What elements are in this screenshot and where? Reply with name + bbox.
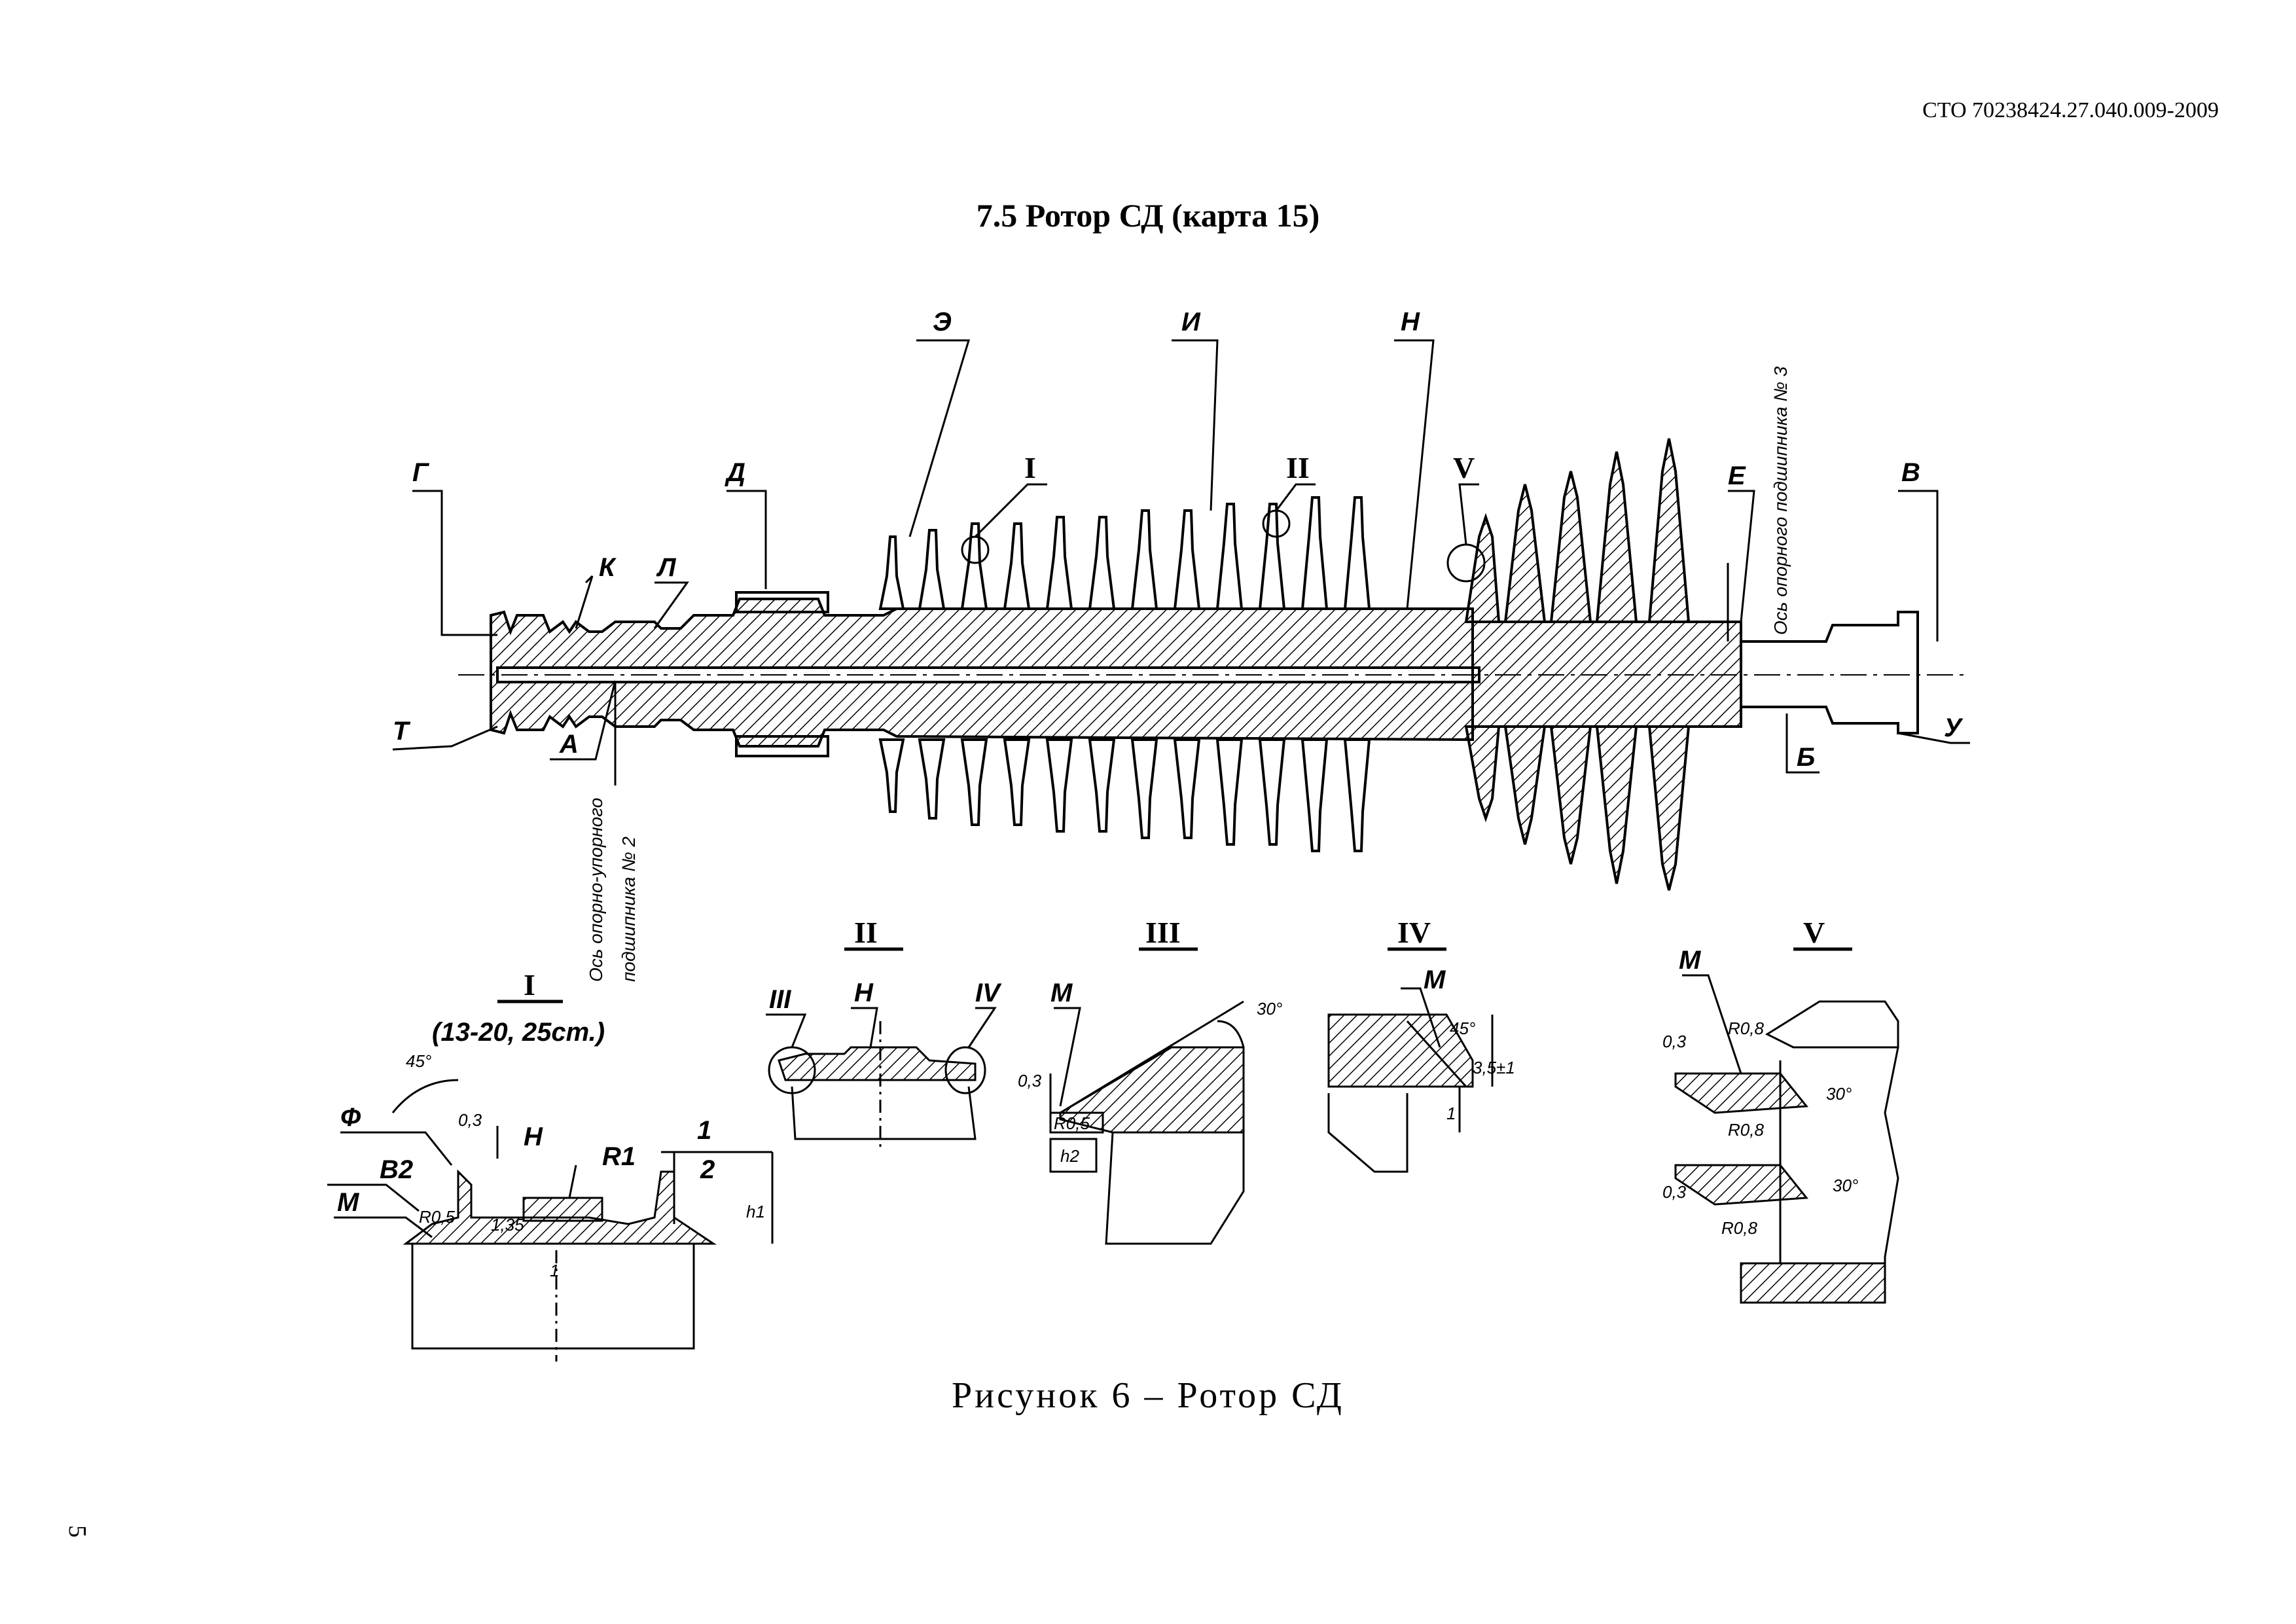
label-l: Л [656, 553, 677, 582]
label-e: Е [1728, 461, 1746, 490]
bearing-axis-2-line1: Ось опорно-упорного [586, 798, 606, 982]
detail-2-iv: IV [975, 979, 1002, 1007]
figure-caption: Рисунок 6 – Ротор СД [952, 1375, 1344, 1416]
detail-5-r3: R0,8 [1721, 1218, 1757, 1238]
label-u: У [1944, 713, 1964, 742]
label-k: К [599, 553, 617, 582]
label-b: Б [1797, 743, 1815, 772]
detail-3-dim03: 0,3 [1018, 1071, 1042, 1091]
detail-1-h1: h1 [746, 1202, 765, 1221]
leader-d [726, 490, 767, 589]
detail-3-r: R0,5 [1054, 1113, 1090, 1133]
rotor-main-view [392, 339, 1970, 891]
leader-e [1728, 490, 1755, 623]
detail-5 [1674, 947, 1899, 1304]
leader-u [1897, 732, 1970, 744]
detail-1-dim2: 2 [700, 1155, 715, 1184]
leader-t [392, 725, 498, 751]
detail-1-n: Н [524, 1123, 543, 1151]
detail-mark-2: II [1286, 451, 1310, 484]
label-a: А [559, 730, 579, 759]
detail-1 [327, 1000, 774, 1362]
rotor-bearing-journal [735, 591, 829, 613]
leader-k [575, 575, 594, 629]
detail-1-dim03: 0,3 [458, 1110, 482, 1130]
bearing-axis-3: Ось опорного подшипника № 3 [1770, 366, 1791, 635]
leader-a [550, 680, 617, 761]
detail-2-title: II [854, 916, 878, 949]
detail-4-m: М [1424, 965, 1446, 994]
detail-4-dim: 3,5±1 [1473, 1058, 1515, 1077]
leader-g [412, 490, 497, 636]
label-d: Д [725, 458, 745, 487]
detail-3 [1049, 947, 1245, 1245]
detail-1-f: Ф [340, 1103, 361, 1132]
detail-1-r05: R0,5 [419, 1207, 455, 1227]
document-code: СТО 70238424.27.040.009-2009 [1922, 98, 2219, 122]
detail-1-title: I [524, 968, 535, 1001]
detail-mark-5: V [1453, 451, 1475, 484]
detail-1-dim1: 1 [697, 1116, 711, 1145]
detail-1-subtitle: (13-20, 25ст.) [432, 1018, 605, 1047]
detail-5-d1: 0,3 [1662, 1032, 1687, 1051]
detail-3-title: III [1145, 916, 1181, 949]
detail-3-h2: h2 [1060, 1146, 1079, 1166]
detail-5-m: М [1679, 946, 1702, 975]
label-v: В [1901, 458, 1920, 487]
leader-v [1898, 490, 1939, 641]
detail-1-dim135: 1,35 [491, 1215, 524, 1235]
detail-1-dim1c: 1 [550, 1261, 559, 1280]
leader-e3 [908, 339, 971, 537]
rotor-discs-left [878, 496, 1371, 852]
detail-mark-1: I [1024, 451, 1036, 484]
detail-4-title: IV [1397, 916, 1431, 949]
leader-b [1785, 713, 1820, 774]
detail-1-b2: В2 [380, 1155, 413, 1184]
label-g: Г [412, 458, 430, 487]
label-t: Т [393, 717, 411, 746]
detail-5-d2: 0,3 [1662, 1182, 1687, 1202]
rotor-shaft-right [1471, 621, 1742, 728]
detail-3-m: М [1050, 979, 1073, 1007]
detail-4 [1327, 947, 1494, 1173]
detail-2 [766, 947, 997, 1152]
bearing-axis-2-line2: подшипника № 2 [619, 837, 639, 982]
leader-i [1172, 339, 1219, 511]
detail-5-a2: 30° [1833, 1176, 1858, 1195]
label-n: Н [1401, 308, 1420, 336]
detail-4-angle: 45° [1450, 1019, 1475, 1038]
detail-2-iii: III [769, 985, 791, 1014]
leader-n [1394, 339, 1435, 609]
label-e3: Э [933, 308, 952, 336]
rotor-discs-right [1464, 438, 1691, 891]
detail-5-title: V [1803, 916, 1825, 949]
rotor-coupling [1740, 611, 1919, 734]
section-title: 7.5 Ротор СД (карта 15) [976, 197, 1320, 234]
label-i: И [1181, 308, 1201, 336]
page-number: 5 [63, 1525, 91, 1538]
detail-1-angle: 45° [406, 1051, 431, 1071]
detail-1-m: М [337, 1188, 360, 1217]
detail-4-dim1: 1 [1446, 1104, 1456, 1123]
detail-1-r1: R1 [602, 1142, 636, 1171]
detail-2-n: Н [854, 979, 874, 1007]
detail-3-angle: 30° [1257, 999, 1282, 1019]
leader-l [653, 581, 689, 629]
detail-5-r1: R0,8 [1728, 1019, 1764, 1038]
detail-5-r2: R0,8 [1728, 1120, 1764, 1140]
detail-5-a1: 30° [1826, 1084, 1852, 1104]
